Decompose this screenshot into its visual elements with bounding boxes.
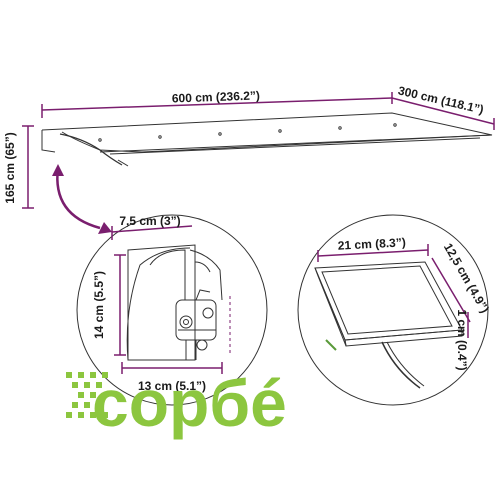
overall-height-label: 165 cm (65”) [3,132,17,203]
overall-length-label: 600 cm (236.2”) [172,88,260,105]
light-width-label: 21 cm (8.3”) [337,235,406,253]
length-dimension-line [41,97,393,111]
depth-dimension-line [391,97,495,125]
light-dimension-lines [317,244,471,338]
bracket-width-label: 7,5 cm (3”) [119,214,180,228]
bracket-dimension-lines [111,225,223,374]
light-detail [297,214,489,406]
canopy-drawing [41,112,493,167]
dimension-lines [22,92,495,209]
overall-depth-label: 300 cm (118.1”) [397,83,485,116]
light-thickness-label: 1 cm (0.4”) [455,309,469,370]
watermark-text: copбé [92,366,287,440]
bracket-detail [76,214,268,406]
bracket-height-label: 14 cm (5.5”) [92,271,106,339]
bracket-depth-label: 13 cm (5.1”) [138,379,206,393]
curved-arrow-icon [52,164,112,234]
dotted-x-logo [66,372,108,418]
